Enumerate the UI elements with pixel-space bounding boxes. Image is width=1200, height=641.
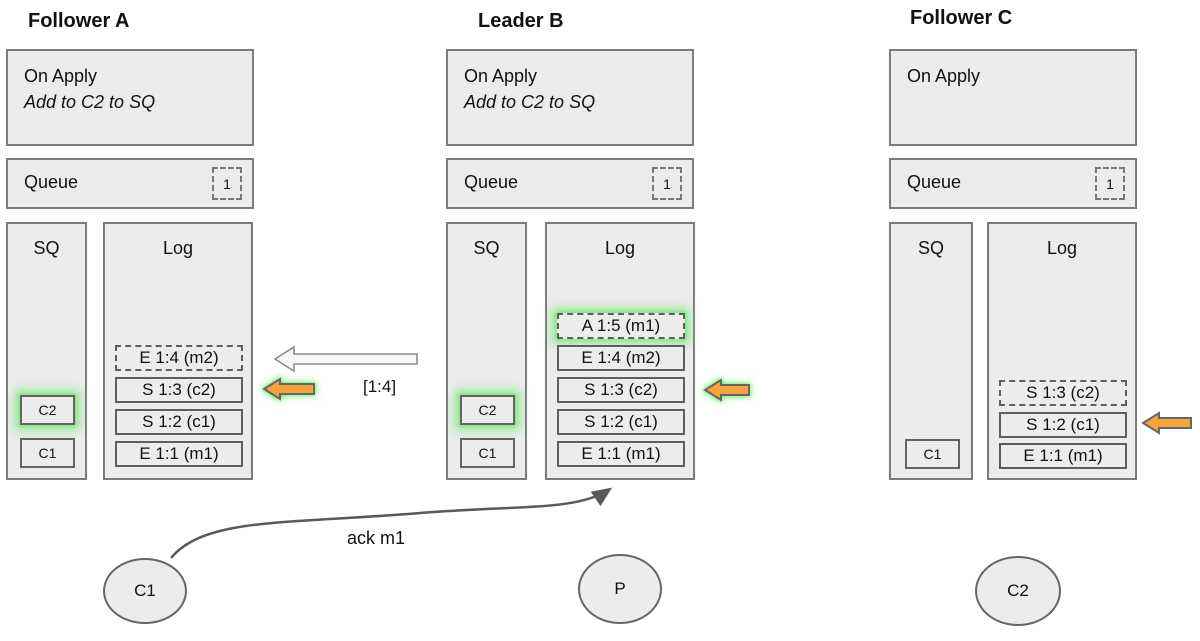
- sq-label: SQ: [33, 238, 60, 258]
- log-box-c: Log S 1:3 (c2) S 1:2 (c1) E 1:1 (m1): [987, 222, 1137, 480]
- log-label: Log: [162, 238, 194, 258]
- log-entry: E 1:1 (m1): [115, 441, 243, 467]
- log-label: Log: [604, 238, 636, 258]
- ack-label: ack m1: [347, 528, 406, 548]
- commit-pointer-c-icon: [1141, 411, 1192, 435]
- client-c2-ellipse: C2: [975, 556, 1061, 626]
- queue-box-a: Queue 1: [6, 158, 254, 209]
- queue-box-b: Queue 1: [446, 158, 694, 209]
- log-box-a: Log E 1:4 (m2) S 1:3 (c2) S 1:2 (c1) E 1…: [103, 222, 253, 480]
- sq-item-c2: C2: [460, 395, 515, 425]
- log-entry: E 1:1 (m1): [999, 443, 1127, 469]
- sq-box-c: SQ C1: [889, 222, 973, 480]
- queue-box-c: Queue 1: [889, 158, 1137, 209]
- on-apply-title: On Apply: [464, 66, 538, 86]
- node-title-follower-c: Follower C: [910, 7, 1013, 29]
- on-apply-note: Add to C2 to SQ: [464, 92, 596, 112]
- queue-label: Queue: [907, 172, 962, 192]
- queue-count: 1: [212, 167, 242, 200]
- sq-item-c1: C1: [460, 438, 515, 468]
- replicate-range-label: [1:4]: [363, 377, 397, 396]
- sq-item-c2: C2: [20, 395, 75, 425]
- sq-box-a: SQ C2 C1: [6, 222, 87, 480]
- client-c1-ellipse: C1: [103, 558, 187, 624]
- on-apply-box-b: On Apply Add to C2 to SQ: [446, 49, 694, 146]
- sq-label: SQ: [473, 238, 500, 258]
- log-entry: E 1:4 (m2): [557, 345, 685, 371]
- sq-label: SQ: [917, 238, 944, 258]
- queue-label: Queue: [464, 172, 519, 192]
- on-apply-box-a: On Apply Add to C2 to SQ: [6, 49, 254, 146]
- node-title-leader-b: Leader B: [478, 10, 564, 32]
- log-entry: A 1:5 (m1): [557, 313, 685, 339]
- node-title-follower-a: Follower A: [28, 10, 130, 32]
- replicate-entries-arrow-icon: [273, 345, 418, 373]
- on-apply-title: On Apply: [907, 66, 981, 86]
- queue-label: Queue: [24, 172, 79, 192]
- on-apply-note: Add to C2 to SQ: [24, 92, 156, 112]
- commit-pointer-a-icon: [262, 377, 315, 401]
- log-entry: E 1:4 (m2): [115, 345, 243, 371]
- log-entry: S 1:2 (c1): [557, 409, 685, 435]
- on-apply-title: On Apply: [24, 66, 98, 86]
- log-label: Log: [1046, 238, 1078, 258]
- log-entry: S 1:3 (c2): [115, 377, 243, 403]
- log-entry: S 1:3 (c2): [557, 377, 685, 403]
- sq-item-c1: C1: [20, 438, 75, 468]
- queue-count: 1: [1095, 167, 1125, 200]
- on-apply-box-c: On Apply: [889, 49, 1137, 146]
- proposer-p-ellipse: P: [578, 554, 662, 624]
- sq-box-b: SQ C2 C1: [446, 222, 527, 480]
- log-entry: S 1:3 (c2): [999, 380, 1127, 406]
- log-entry: S 1:2 (c1): [999, 412, 1127, 438]
- sq-item-c1: C1: [905, 439, 960, 469]
- queue-count: 1: [652, 167, 682, 200]
- log-entry: E 1:1 (m1): [557, 441, 685, 467]
- commit-pointer-b-icon: [703, 378, 750, 402]
- log-entry: S 1:2 (c1): [115, 409, 243, 435]
- log-box-b: Log A 1:5 (m1) E 1:4 (m2) S 1:3 (c2) S 1…: [545, 222, 695, 480]
